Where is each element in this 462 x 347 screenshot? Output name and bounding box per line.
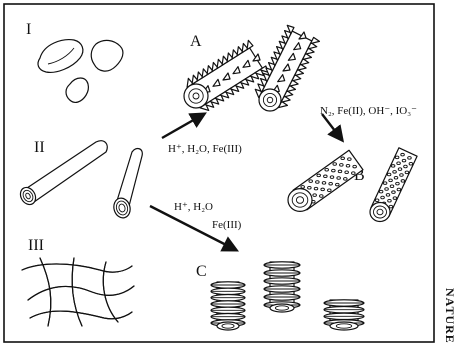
condition-to-b: N₂, Fe(II), OH⁻, IO₃⁻ [320, 105, 417, 117]
panel-ii-label: II [34, 139, 45, 156]
arrow-a-to-b [322, 114, 342, 140]
nature-watermark: NATURE [443, 288, 457, 344]
tangled-fibers [22, 258, 134, 326]
product-c-ringed-cylinders [211, 262, 364, 330]
panel-i-label: I [26, 21, 31, 38]
cylinder-end [370, 203, 390, 222]
cylinder-end [288, 189, 312, 212]
cylinder-end [270, 304, 294, 312]
product-b-dotted-cylinders [288, 148, 417, 222]
product-a-label: A [190, 33, 202, 50]
product-c-label: C [196, 263, 207, 280]
crystal-spike [310, 37, 319, 43]
cylinder-end [330, 322, 358, 330]
product-a-spiky-cylinders [184, 25, 319, 111]
condition-to-c-line2: Fe(III) [212, 219, 242, 231]
condition-to-a: H⁺, H₂O, Fe(III) [168, 143, 242, 155]
ringed-cylinder-body [270, 262, 294, 308]
flake-particles [38, 40, 123, 103]
panel-iii-label: III [28, 237, 44, 254]
cylinder-end [217, 322, 239, 330]
arrow-to-a [162, 114, 204, 138]
cylinder-end [259, 89, 281, 111]
crystal-spike [247, 40, 253, 49]
condition-to-c-line1: H⁺, H₂O [174, 201, 213, 213]
cylinder-end [184, 84, 208, 108]
